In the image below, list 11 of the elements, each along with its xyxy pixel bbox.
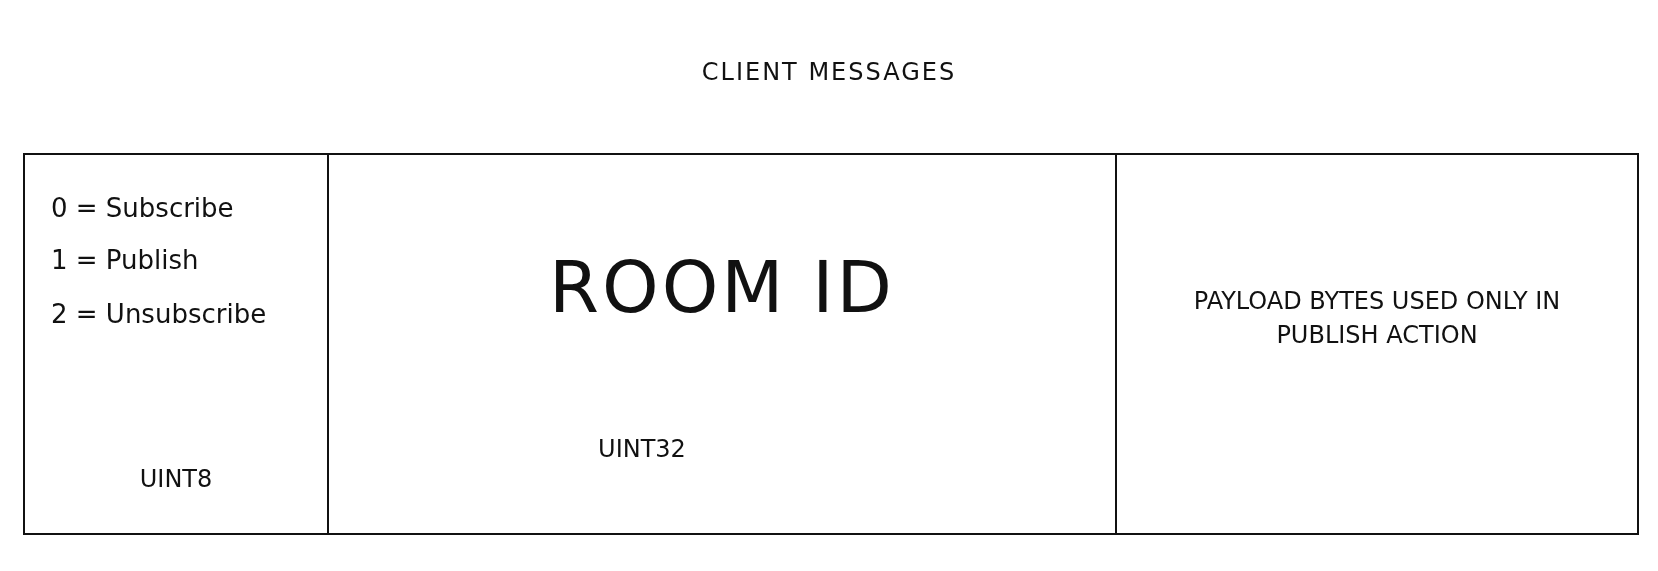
field-name: ROOM ID — [548, 245, 896, 329]
field-description: PAYLOAD BYTES USED ONLY IN PUBLISH ACTION — [1192, 286, 1562, 351]
diagram-title: CLIENT MESSAGES — [701, 58, 957, 86]
code-label: 1 = Publish — [51, 245, 199, 275]
type-label: UINT8 — [139, 465, 213, 493]
code-label: 2 = Unsubscribe — [51, 299, 267, 329]
type-label: UINT32 — [598, 435, 686, 463]
message-field-box — [327, 153, 1117, 535]
message-field-box — [1115, 153, 1639, 535]
message-field-box — [23, 153, 329, 535]
code-label: 0 = Subscribe — [51, 193, 234, 223]
